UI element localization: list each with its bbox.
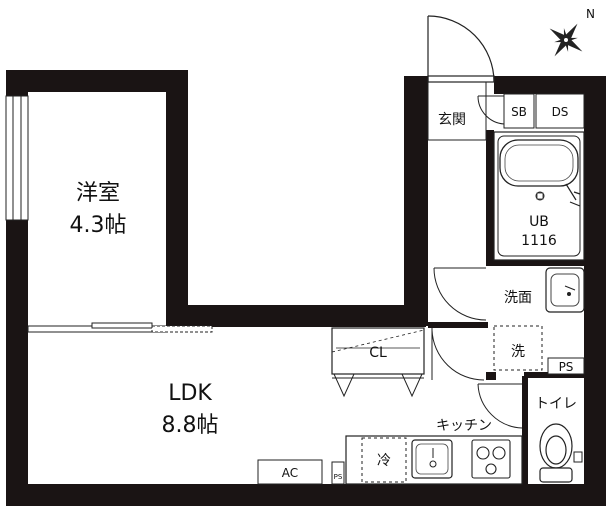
wall-top-western	[6, 70, 188, 92]
duct-space-label: DS	[552, 105, 569, 119]
unit-bath	[493, 131, 585, 261]
closet-door-left[interactable]	[333, 373, 355, 398]
western-room-size: 4.3帖	[70, 213, 127, 238]
pipe-space-lower	[331, 461, 345, 485]
entrance-step	[427, 81, 487, 141]
western-room-sliding-door[interactable]	[27, 322, 213, 333]
unit-bath-name: UB	[529, 214, 549, 230]
wash-basin	[545, 267, 585, 313]
wall-bath-west	[486, 130, 494, 262]
wall-east	[584, 76, 606, 506]
duct-space	[535, 93, 585, 129]
laundry-label: 洗	[511, 344, 525, 360]
shoe-box-door[interactable]	[477, 95, 505, 125]
wall-entrance-south	[428, 322, 488, 328]
shower-icon	[565, 183, 581, 207]
toilet-label: トイレ	[535, 396, 577, 412]
fridge-space	[361, 437, 407, 483]
wall-south	[6, 484, 606, 506]
closet	[331, 327, 425, 398]
drain-icon	[535, 191, 545, 201]
western-room-name: 洋室	[76, 181, 120, 206]
pipe-space-upper-label: PS	[559, 360, 574, 374]
toilet-door[interactable]	[477, 383, 523, 429]
bathtub	[499, 139, 579, 187]
closet-door-right[interactable]	[401, 373, 423, 398]
shoe-box-label: SB	[511, 105, 527, 119]
wall-top-east	[494, 76, 606, 94]
pipe-space-upper	[547, 357, 585, 375]
walls	[6, 70, 606, 506]
entrance-label: 玄関	[438, 111, 466, 128]
laundry-space	[493, 325, 543, 371]
washroom-label: 洗面	[504, 290, 532, 306]
pipe-space-lower-label: PS	[334, 473, 343, 481]
compass-north-label: N	[586, 7, 595, 21]
toilet-icon	[539, 423, 573, 483]
compass-icon	[549, 23, 583, 57]
ldk-name: LDK	[168, 381, 212, 406]
wall-entrance-west	[404, 76, 428, 326]
wall-bath-south	[486, 260, 586, 266]
stove	[471, 439, 511, 479]
ldk-size: 8.8帖	[162, 413, 219, 438]
ldk-door[interactable]	[431, 328, 485, 381]
washroom-door[interactable]	[433, 267, 487, 321]
washroom	[433, 267, 585, 375]
entrance-door[interactable]	[427, 15, 495, 83]
unit-bath-size: 1116	[521, 233, 557, 249]
ac-label: AC	[282, 466, 298, 480]
wall-east-western	[166, 70, 188, 328]
wall-notch-bottom	[166, 305, 426, 327]
sink	[411, 439, 453, 479]
kitchen-label: キッチン	[436, 418, 492, 434]
wall-wash-door-side	[486, 372, 496, 380]
wall-wash-south	[524, 372, 586, 378]
air-conditioner	[257, 459, 323, 485]
wall-toilet-west	[522, 376, 528, 486]
windows	[5, 95, 29, 221]
toilet-room	[477, 383, 583, 483]
fridge-label: 冷	[377, 453, 391, 469]
closet-label: CL	[369, 345, 387, 361]
kitchen-counter	[331, 435, 523, 485]
window-west	[5, 95, 29, 221]
shoe-box	[503, 93, 535, 129]
